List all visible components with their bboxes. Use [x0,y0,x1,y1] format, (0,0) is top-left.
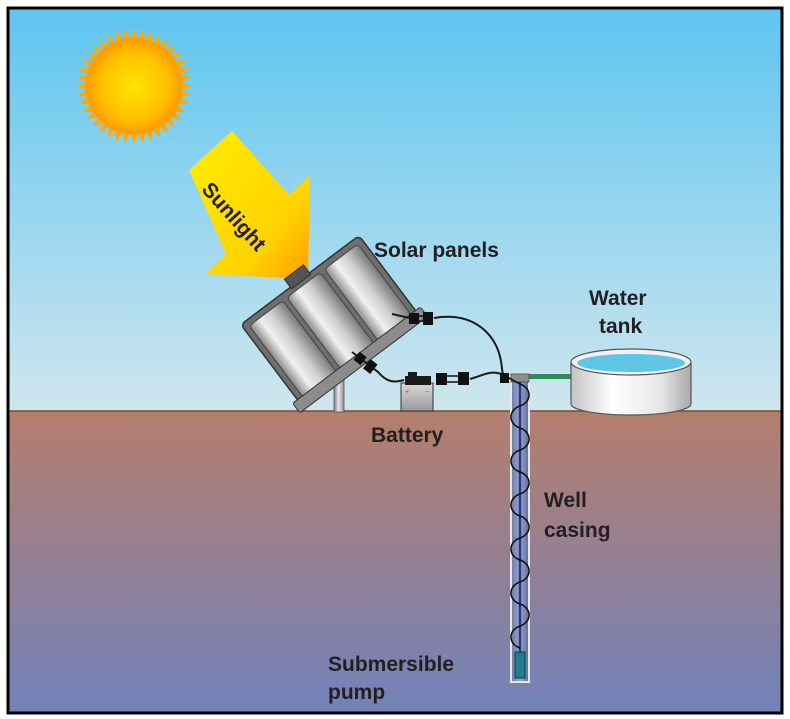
diagram-border [6,6,784,715]
label-well-casing-line1: Well [544,489,587,512]
submersible-pump-icon [514,651,526,679]
label-solar-panels: Solar panels [374,239,499,262]
ground [8,411,782,713]
connector-plugs-icon [353,312,509,385]
sunlight-arrow-icon [189,131,310,279]
solar-panels-icon [242,236,428,413]
water-tank-icon [570,348,692,416]
label-water-tank-line2: tank [599,315,643,338]
label-water-tank-line1: Water [589,287,647,310]
battery-icon: + − [400,372,434,412]
pipe-to-tank [529,374,573,379]
label-battery: Battery [371,424,444,447]
svg-text:+: + [405,389,409,396]
svg-text:−: − [425,389,429,396]
label-pump-line2: pump [328,681,386,704]
label-well-casing-line2: casing [544,519,611,542]
sun-icon [76,28,192,144]
label-pump-line1: Submersible [328,653,455,676]
well-casing-icon [508,373,530,683]
